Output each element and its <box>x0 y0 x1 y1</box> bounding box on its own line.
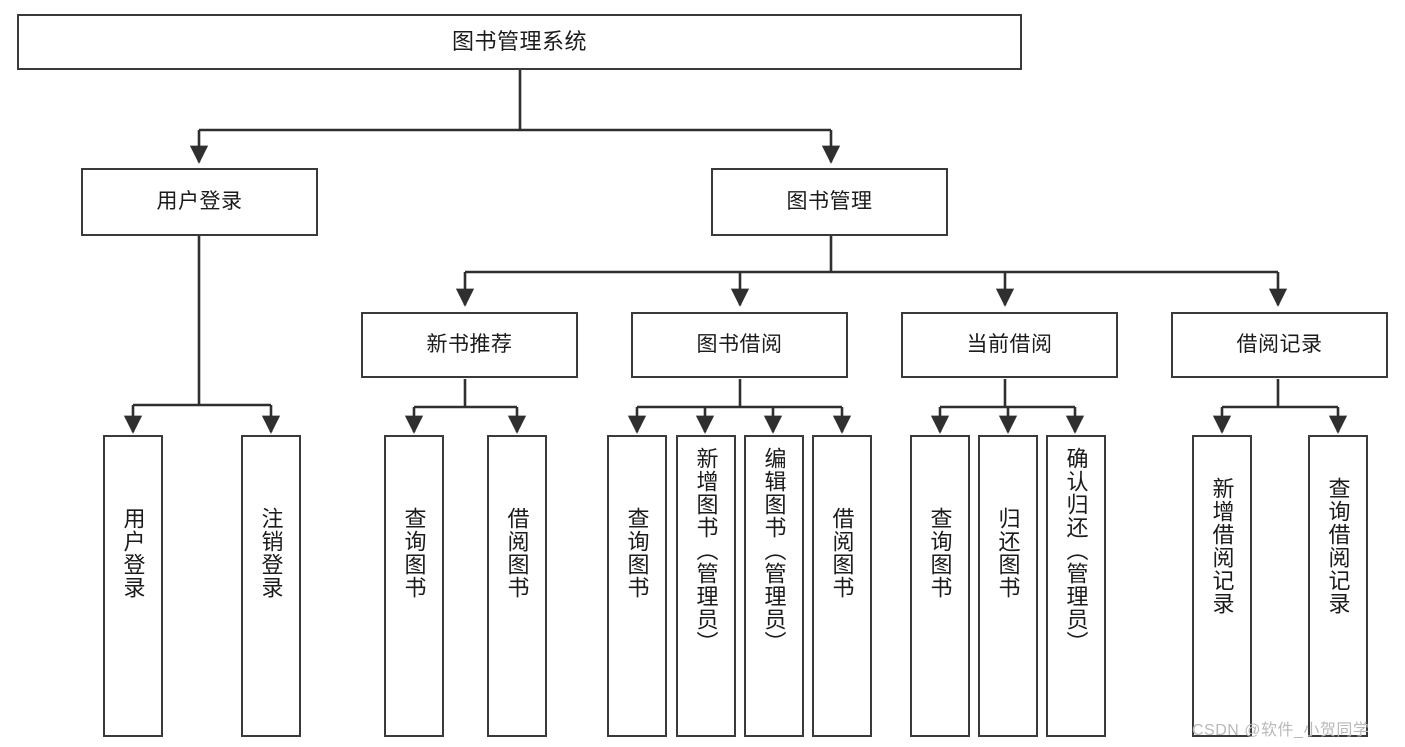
node-book-borrow[interactable]: 图书借阅 <box>631 312 848 378</box>
node-book-borrow-label: 图书借阅 <box>696 333 783 357</box>
leaf-current-borrow-1[interactable]: 查询图书 <box>910 435 970 737</box>
leaf-book-borrow-2[interactable]: 新增图书（管理员） <box>676 435 736 737</box>
leaf-user-login-1[interactable]: 用户登录 <box>103 435 163 737</box>
node-current-borrow-label: 当前借阅 <box>966 333 1053 357</box>
node-root[interactable]: 图书管理系统 <box>17 14 1022 70</box>
leaf-book-borrow-3-label: 编辑图书（管理员） <box>761 447 787 654</box>
node-user-login-label: 用户登录 <box>156 190 243 214</box>
node-book-manage[interactable]: 图书管理 <box>711 168 948 236</box>
leaf-new-book-2-label: 借阅图书 <box>504 507 530 599</box>
node-new-book-recommend-label: 新书推荐 <box>426 333 513 357</box>
node-borrow-record-label: 借阅记录 <box>1236 333 1323 357</box>
node-user-login[interactable]: 用户登录 <box>81 168 318 236</box>
leaf-borrow-record-1[interactable]: 新增借阅记录 <box>1192 435 1252 737</box>
leaf-current-borrow-3-label: 确认归还（管理员） <box>1063 447 1089 654</box>
leaf-user-login-2-label: 注销登录 <box>258 507 284 599</box>
leaf-new-book-1-label: 查询图书 <box>401 507 427 599</box>
leaf-borrow-record-2-label: 查询借阅记录 <box>1325 477 1351 615</box>
leaf-book-borrow-1[interactable]: 查询图书 <box>607 435 667 737</box>
node-current-borrow[interactable]: 当前借阅 <box>901 312 1118 378</box>
leaf-new-book-1[interactable]: 查询图书 <box>384 435 444 737</box>
node-root-label: 图书管理系统 <box>451 28 587 54</box>
node-new-book-recommend[interactable]: 新书推荐 <box>361 312 578 378</box>
leaf-current-borrow-2[interactable]: 归还图书 <box>978 435 1038 737</box>
leaf-current-borrow-3[interactable]: 确认归还（管理员） <box>1046 435 1106 737</box>
node-book-manage-label: 图书管理 <box>786 190 873 214</box>
leaf-book-borrow-2-label: 新增图书（管理员） <box>693 447 719 654</box>
leaf-borrow-record-1-label: 新增借阅记录 <box>1209 477 1235 615</box>
leaf-book-borrow-3[interactable]: 编辑图书（管理员） <box>744 435 804 737</box>
leaf-book-borrow-4[interactable]: 借阅图书 <box>812 435 872 737</box>
leaf-new-book-2[interactable]: 借阅图书 <box>487 435 547 737</box>
leaf-book-borrow-4-label: 借阅图书 <box>829 507 855 599</box>
leaf-book-borrow-1-label: 查询图书 <box>624 507 650 599</box>
csdn-watermark: CSDN @软件_小贺同学 <box>1192 722 1370 739</box>
leaf-user-login-1-label: 用户登录 <box>120 507 146 599</box>
leaf-current-borrow-2-label: 归还图书 <box>995 507 1021 599</box>
leaf-borrow-record-2[interactable]: 查询借阅记录 <box>1308 435 1368 737</box>
node-borrow-record[interactable]: 借阅记录 <box>1171 312 1388 378</box>
leaf-current-borrow-1-label: 查询图书 <box>927 507 953 599</box>
leaf-user-login-2[interactable]: 注销登录 <box>241 435 301 737</box>
